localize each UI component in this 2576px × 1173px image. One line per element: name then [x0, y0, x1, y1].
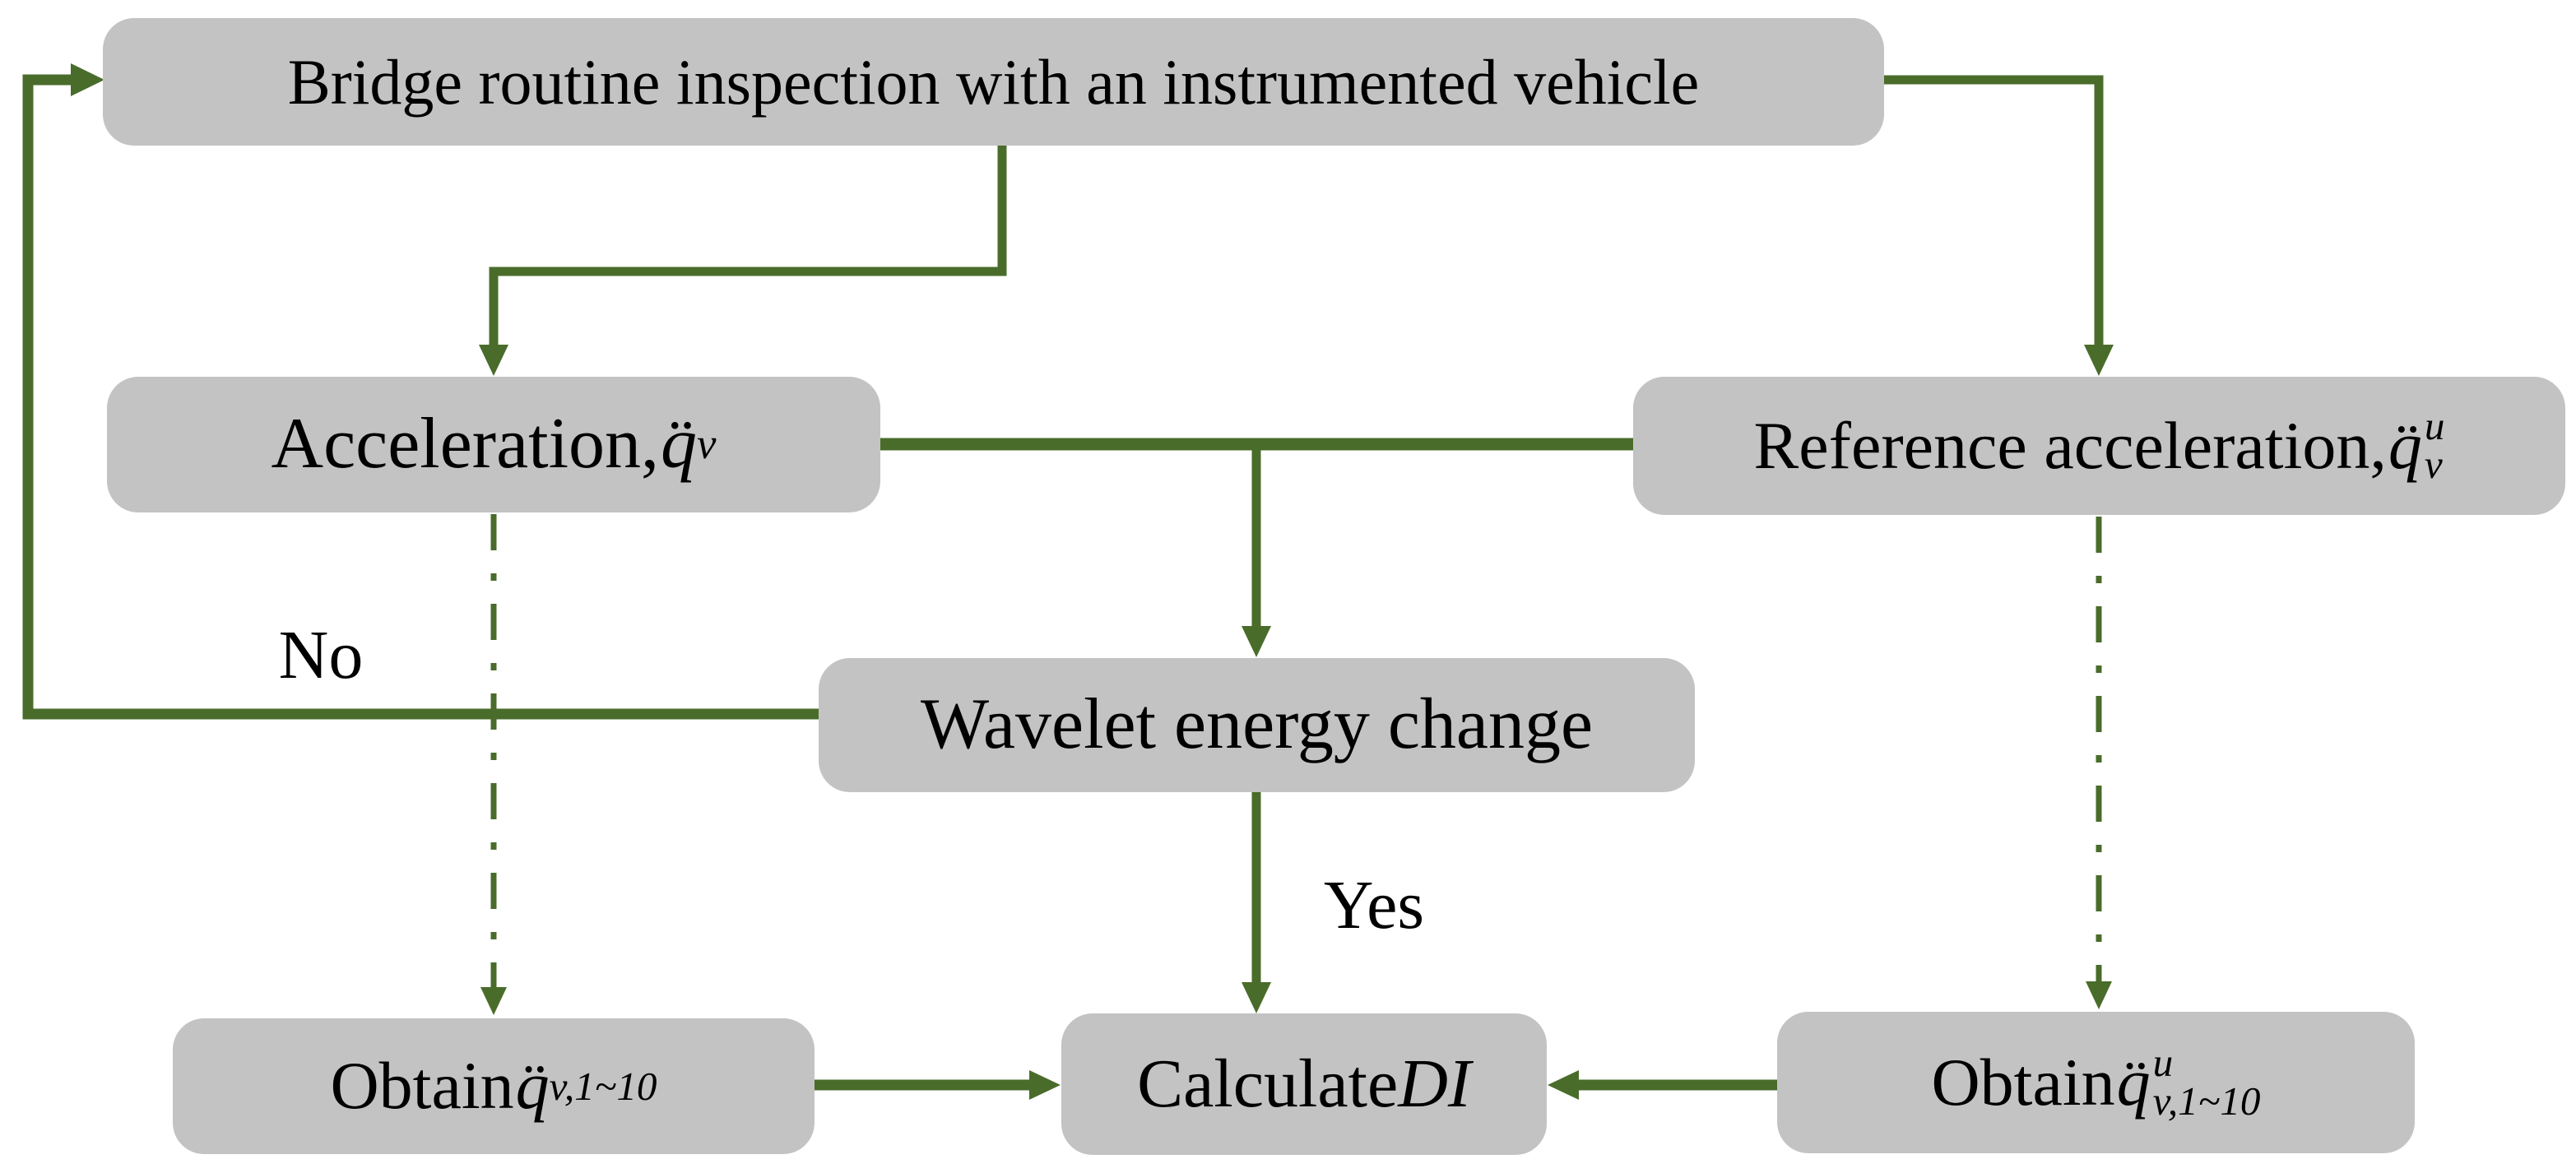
reference-superscript: u — [2424, 403, 2445, 449]
acceleration-subscript: v — [697, 420, 717, 468]
obtain-qv-q-symbol: q̈ — [515, 1048, 550, 1124]
obtain-qv-u-superscript: u — [2152, 1040, 2174, 1086]
arrowhead-into-reference — [2084, 345, 2114, 376]
arrowhead-dashdot-into-obtain-v — [480, 987, 507, 1015]
node-calculate-di-label: Calculate — [1137, 1045, 1399, 1122]
node-obtain-qv-u-label: Obtain — [1931, 1044, 2115, 1120]
arrowhead-into-wavelet — [1242, 626, 1271, 657]
obtain-qv-u-subscript: v,1~10 — [2152, 1078, 2261, 1124]
calculate-di-symbol: DI — [1398, 1045, 1471, 1122]
node-calculate-di: Calculate DI — [1061, 1013, 1547, 1155]
reference-subscript: v — [2424, 442, 2443, 487]
node-reference-acceleration-label: Reference acceleration, — [1753, 407, 2387, 483]
label-no: No — [278, 617, 364, 693]
edge-bridge-to-reference-line — [1882, 75, 2104, 349]
node-bridge-inspection-label: Bridge routine inspection with an instru… — [287, 45, 1700, 118]
node-acceleration-label: Acceleration, — [271, 404, 660, 484]
obtain-qv-u-q-symbol: q̈ — [2116, 1044, 2151, 1120]
node-wavelet-energy-change-label: Wavelet energy change — [920, 684, 1594, 765]
acceleration-q-symbol: q̈ — [661, 404, 698, 484]
arrowhead-into-bridge — [71, 63, 104, 96]
node-acceleration: Acceleration, q̈v — [107, 377, 880, 512]
reference-q-symbol: q̈ — [2388, 407, 2422, 483]
edge-arrowheads — [71, 63, 2114, 1100]
edge-bridge-to-acceleration-line — [489, 146, 1007, 349]
arrowhead-obtain-u-into-calculate — [1548, 1070, 1579, 1100]
node-wavelet-energy-change: Wavelet energy change — [819, 658, 1695, 792]
obtain-qv-subscript: v,1~10 — [549, 1063, 657, 1109]
node-obtain-qv: Obtain q̈v,1~10 — [173, 1018, 815, 1154]
arrowhead-into-acceleration — [479, 345, 508, 376]
arrowhead-yes-into-calculate — [1242, 982, 1271, 1013]
arrowhead-dashdot-into-obtain-u — [2086, 981, 2112, 1009]
node-obtain-qv-label: Obtain — [330, 1048, 514, 1124]
edge-no-feedback-line — [22, 74, 819, 720]
arrowhead-obtain-v-into-calculate — [1029, 1070, 1061, 1100]
label-yes: Yes — [1323, 867, 1425, 944]
edge-lines — [22, 74, 2104, 1091]
node-bridge-inspection: Bridge routine inspection with an instru… — [103, 18, 1884, 146]
